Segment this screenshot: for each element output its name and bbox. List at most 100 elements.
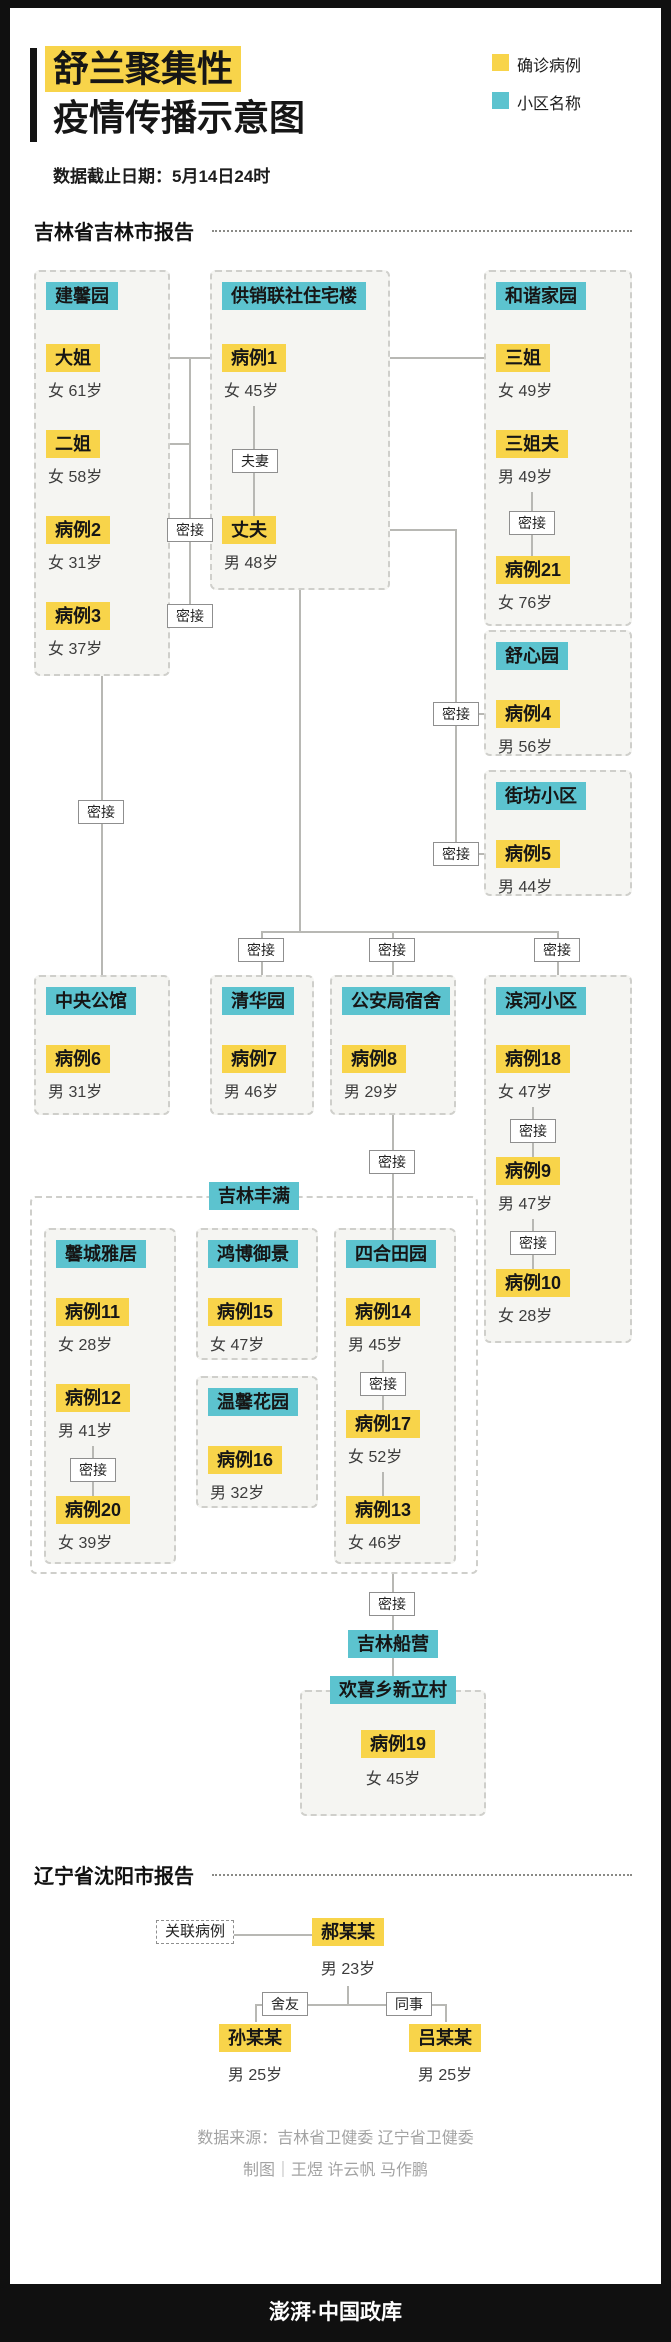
case-info: 男 25岁 [417,2067,473,2084]
community-chip-qinghuayuan: 清华园 [222,987,294,1015]
case-info: 女 37岁 [48,641,103,658]
close-contact-badge: 密接 [369,1150,415,1174]
case-chip: 病例4 [496,700,561,728]
case-chip: 三姐夫 [496,430,568,458]
page-title-line2: 疫情传播示意图 [53,97,306,138]
connector-line [455,529,457,854]
frame-right [661,0,671,2342]
case-chip: 病例15 [208,1298,283,1326]
case-chip: 三姐 [496,344,550,372]
close-contact-badge: 密接 [433,702,479,726]
case-info: 女 76岁 [498,595,553,612]
case-info: 男 46岁 [224,1084,279,1101]
case-chip: 病例20 [56,1496,131,1524]
case-info: 男 31岁 [48,1084,103,1101]
connector-line [170,443,190,445]
case-info: 男 47岁 [498,1196,553,1213]
case-info: 女 31岁 [48,555,103,572]
connector-line [255,2004,447,2006]
community-chip-jiefangxiaoqu: 街坊小区 [496,782,586,810]
close-contact-badge: 密接 [167,604,213,628]
legend-confirmed-label: 确诊病例 [517,58,582,75]
case-chip: 病例21 [496,556,571,584]
close-contact-badge: 密接 [238,938,284,962]
close-contact-badge: 密接 [534,938,580,962]
community-chip-gongxiaolianshe: 供销联社住宅楼 [222,282,366,310]
data-cutoff-note: 数据截止日期：5月14日24时 [53,167,271,186]
community-chip-sihetianyuan: 四合田园 [346,1240,436,1268]
connector-line [101,676,103,975]
case-info: 男 44岁 [498,879,553,896]
community-chip-jianxinyuan: 建馨园 [46,282,118,310]
case-info: 女 45岁 [224,383,279,400]
case-chip: 孙某某 [219,2024,291,2052]
community-chip-hexiejiayuan: 和谐家园 [496,282,586,310]
connector-line [299,590,301,931]
close-contact-badge: 密接 [167,518,213,542]
community-chip-zhongyanggongguan: 中央公馆 [46,987,136,1015]
case-info: 男 32岁 [210,1485,265,1502]
legend-community-label: 小区名称 [517,96,582,113]
dotted-divider [212,1874,632,1876]
related-case-badge: 关联病例 [156,1920,235,1944]
frame-top [0,0,671,8]
case-chip: 病例12 [56,1384,131,1412]
region-chip-chuanying: 吉林船营 [348,1630,438,1658]
case-chip: 病例8 [342,1045,407,1073]
case-info: 女 49岁 [498,383,553,400]
case-info: 男 41岁 [58,1423,113,1440]
case-chip: 病例6 [46,1045,111,1073]
case-info: 女 39岁 [58,1535,113,1552]
case-chip: 病例11 [56,1298,130,1326]
community-chip-hongboyujing: 鸿博御景 [208,1240,298,1268]
case-chip: 病例14 [346,1298,421,1326]
community-chip-wenxinhuayuan: 温馨花园 [208,1388,298,1416]
section-label-jilin: 吉林省吉林市报告 [34,222,194,244]
legend-confirmed-swatch [492,54,509,71]
connector-line [262,931,558,933]
case-chip: 郝某某 [312,1918,384,1946]
case-chip: 病例10 [496,1269,571,1297]
credits-note: 制图｜王煜 许云帆 马作鹏 [243,2162,428,2179]
close-contact-badge: 密接 [510,1231,556,1255]
case-chip: 病例17 [346,1410,421,1438]
case-chip: 病例7 [222,1045,287,1073]
case-chip: 病例5 [496,840,561,868]
connector-line [382,1472,384,1496]
data-source-note: 数据来源：吉林省卫健委 辽宁省卫健委 [197,2130,474,2147]
case-info: 男 29岁 [344,1084,399,1101]
connector-line [347,1986,349,2005]
case-info: 女 28岁 [498,1308,553,1325]
title-accent-bar [30,48,37,142]
case-info: 男 45岁 [348,1337,403,1354]
case-info: 男 25岁 [227,2067,283,2084]
close-contact-badge: 密接 [70,1458,116,1482]
case-info: 女 58岁 [48,469,103,486]
case-chip: 病例19 [361,1730,436,1758]
close-contact-badge: 密接 [509,511,555,535]
community-chip-xinchengyaju: 馨城雅居 [56,1240,146,1268]
connector-line [390,529,456,531]
connector-line [445,2004,447,2022]
connector-line [189,357,191,617]
community-chip-shuxinyuan: 舒心园 [496,642,568,670]
connector-line [390,357,484,359]
close-contact-badge: 密接 [369,1592,415,1616]
community-chip-huanxixiang: 欢喜乡新立村 [330,1676,456,1704]
connector-line [234,1934,312,1936]
case-info: 男 56岁 [498,739,553,756]
section-label-liaoning: 辽宁省沈阳市报告 [34,1866,194,1888]
case-chip: 丈夫 [222,516,276,544]
case-chip: 病例18 [496,1045,571,1073]
case-info: 女 45岁 [365,1771,421,1788]
frame-left [0,0,10,2342]
close-contact-badge: 密接 [369,938,415,962]
region-chip-fengman: 吉林丰满 [209,1182,299,1210]
case-chip: 病例3 [46,602,111,630]
close-contact-badge: 密接 [360,1372,406,1396]
couple-badge: 夫妻 [232,449,278,473]
colleague-badge: 同事 [386,1992,432,2016]
case-info: 女 47岁 [210,1337,265,1354]
case-chip: 病例9 [496,1157,561,1185]
